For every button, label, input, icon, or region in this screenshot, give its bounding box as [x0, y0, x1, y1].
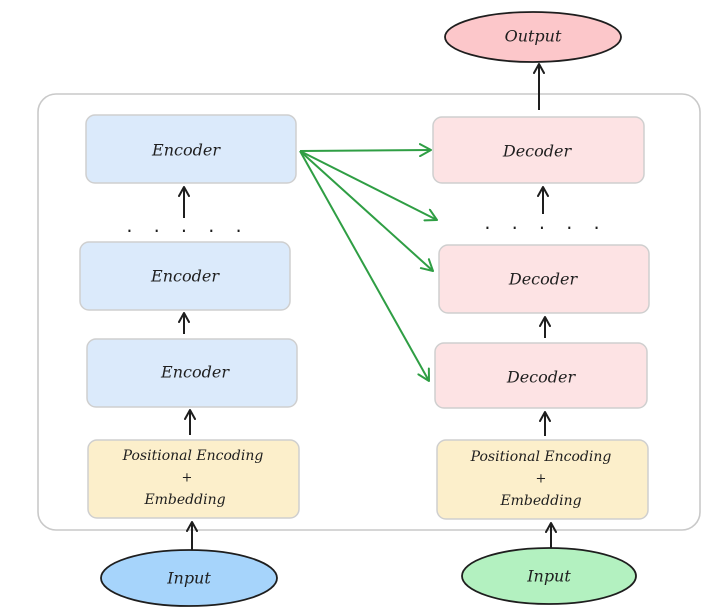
output-node: [444, 11, 622, 63]
decoder-embedding-block: [436, 439, 649, 520]
encoder-input-node: [100, 549, 278, 607]
encoder-input-label: Input: [166, 569, 211, 588]
decoder-embedding-line3: Embedding: [499, 493, 581, 509]
encoder-label-top: Encoder: [151, 141, 221, 160]
encoder-block-middle: [79, 241, 291, 311]
cross-arrow-to-decoder-middle: [299, 150, 434, 272]
encoder-ellipsis: . . . . .: [125, 217, 248, 236]
encoder-embedding-line1: Positional Encoding: [122, 448, 264, 464]
model-container: [37, 93, 701, 531]
decoder-input-label: Input: [526, 567, 571, 586]
decoder-embedding-line2: +: [536, 472, 547, 487]
cross-arrow-to-decoder-bottom: [299, 150, 430, 382]
decoder-embedding-line1: Positional Encoding: [470, 449, 612, 465]
encoder-label-middle: Encoder: [150, 267, 220, 286]
cross-arrow-to-ellipsis: [299, 150, 438, 222]
encoder-block-bottom: [86, 338, 298, 408]
decoder-label-middle: Decoder: [508, 270, 579, 289]
decoder-ellipsis: . . . . .: [483, 214, 606, 233]
decoder-input-node: [461, 547, 637, 605]
encoder-block-top: [85, 114, 297, 184]
decoder-label-bottom: Decoder: [506, 368, 577, 387]
decoder-label-top: Decoder: [502, 142, 573, 161]
encoder-embedding-line3: Embedding: [143, 492, 225, 508]
encoder-label-bottom: Encoder: [160, 363, 230, 382]
encoder-embedding-line2: +: [182, 471, 193, 486]
encoder-embedding-block: [87, 439, 300, 519]
decoder-block-top: [432, 116, 645, 184]
cross-arrow-to-decoder-top: [299, 143, 432, 158]
decoder-block-middle: [438, 244, 650, 314]
output-label: Output: [505, 27, 562, 46]
decoder-block-bottom: [434, 342, 648, 409]
